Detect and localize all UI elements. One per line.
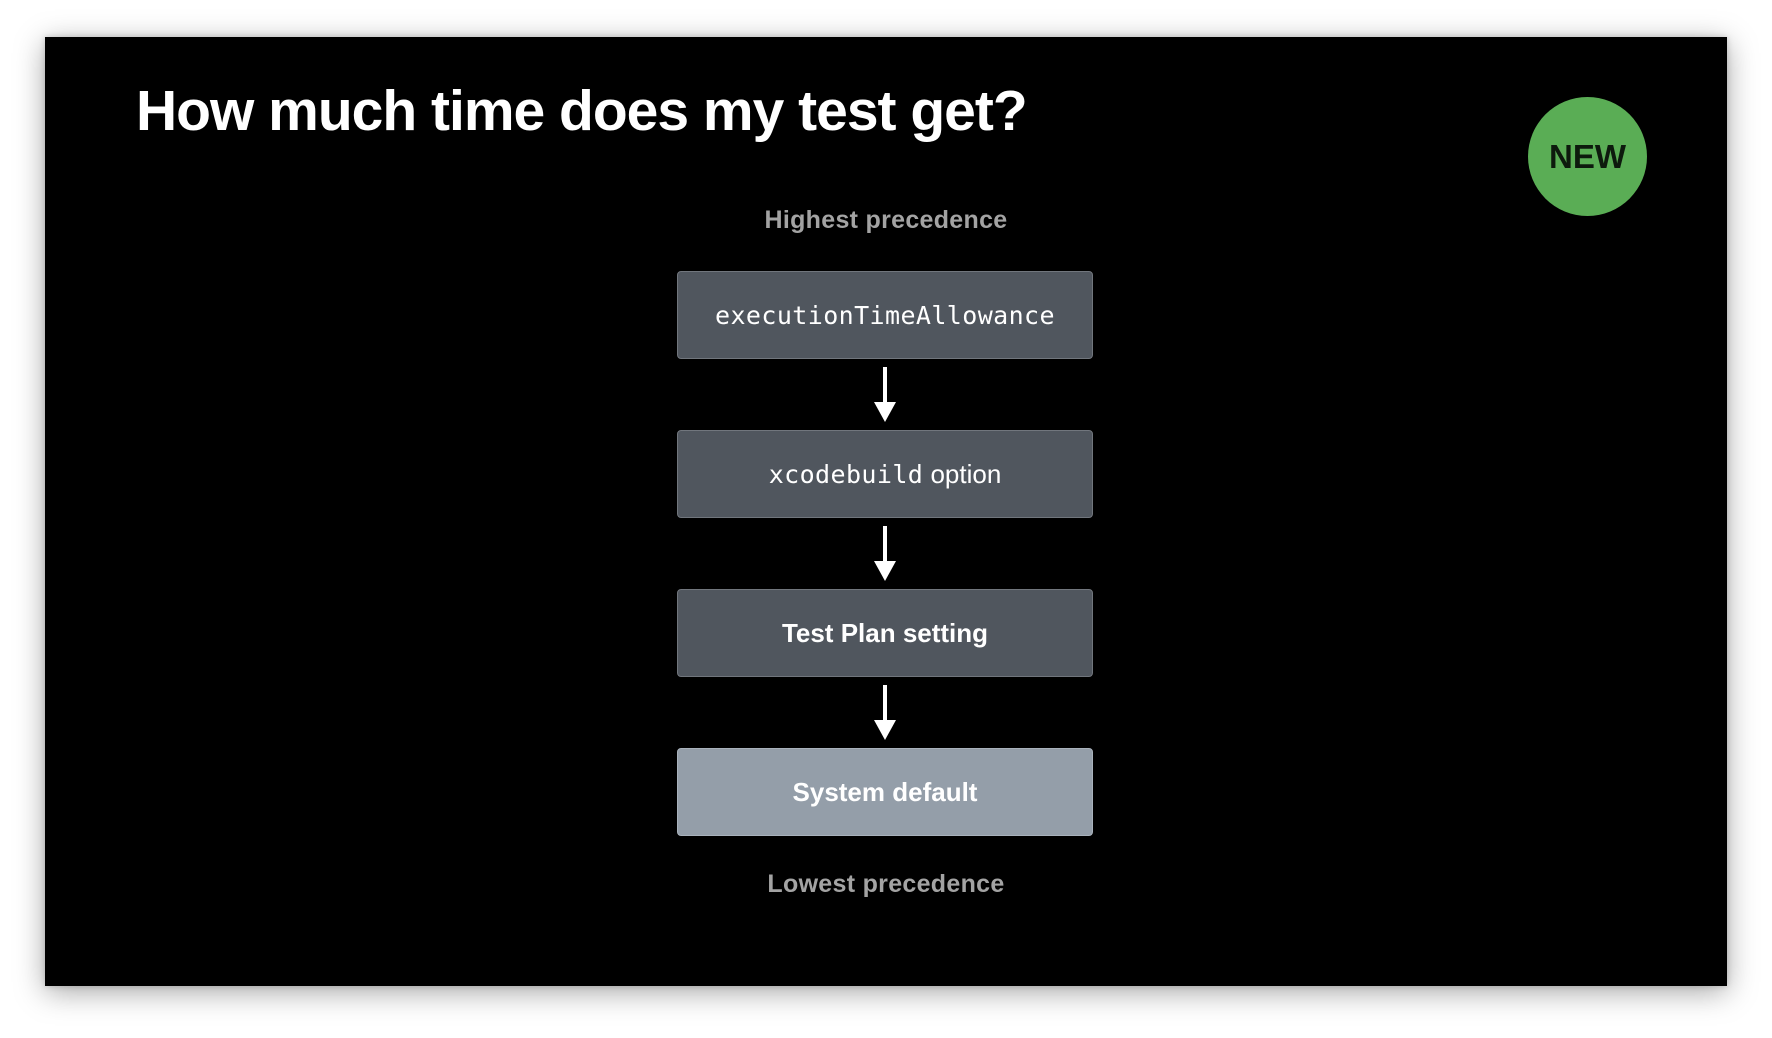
slide: How much time does my test get? NEW High… bbox=[45, 37, 1727, 986]
lowest-precedence-label: Lowest precedence bbox=[767, 870, 1005, 898]
highest-precedence-label: Highest precedence bbox=[764, 206, 1008, 234]
system-default-box: System default bbox=[677, 748, 1093, 836]
execution-time-allowance-label: executionTimeAllowance bbox=[715, 300, 1055, 330]
arrow-down-icon bbox=[874, 685, 896, 740]
test-plan-setting-box: Test Plan setting bbox=[677, 589, 1093, 677]
arrow-down-icon bbox=[874, 526, 896, 581]
xcodebuild-option-box: xcodebuild option bbox=[677, 430, 1093, 518]
execution-time-allowance-box: executionTimeAllowance bbox=[677, 271, 1093, 359]
arrow-down-icon bbox=[874, 367, 896, 422]
xcodebuild-command: xcodebuild bbox=[768, 459, 924, 489]
new-badge-label: NEW bbox=[1549, 137, 1626, 175]
test-plan-setting-label: Test Plan setting bbox=[781, 617, 989, 648]
new-badge: NEW bbox=[1528, 97, 1647, 216]
system-default-label: System default bbox=[792, 776, 978, 807]
slide-title: How much time does my test get? bbox=[136, 79, 1028, 143]
option-label: option bbox=[923, 458, 1002, 489]
